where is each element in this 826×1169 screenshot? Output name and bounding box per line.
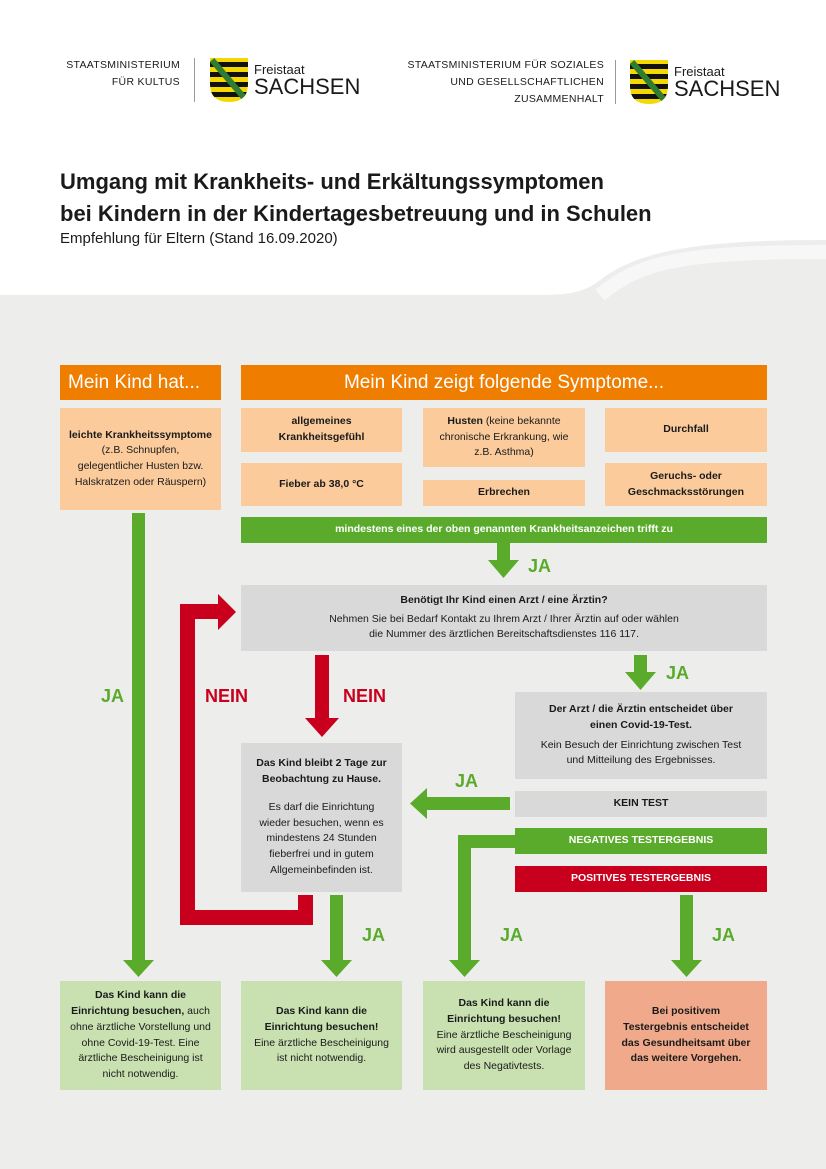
label-ja: JA — [666, 663, 690, 683]
divider — [194, 58, 195, 102]
box-fieber: Fieber ab 38,0 °C — [241, 463, 402, 506]
box-arzt-frage: Benötigt Ihr Kind einen Arzt / eine Ärzt… — [241, 585, 767, 651]
box-bleibt-zuhause: Das Kind bleibt 2 Tage zur Beobachtung z… — [241, 743, 402, 892]
coat-of-arms-icon — [630, 60, 668, 104]
arrow-ja-positiv — [671, 895, 702, 977]
label-ja: JA — [712, 925, 736, 945]
page-title: Umgang mit Krankheits- und Erkältungssym… — [60, 169, 652, 226]
outcome-besuchen-ohne-test: Das Kind kann die Einrichtung besuchen, … — [60, 981, 221, 1090]
page-subtitle: Empfehlung für Eltern (Stand 16.09.2020) — [60, 230, 338, 247]
outcome-besuchen-nach-beobachtung: Das Kind kann die Einrichtung besuchen!E… — [241, 981, 402, 1090]
arrow-ja-left — [123, 513, 154, 977]
label-ja: JA — [101, 686, 125, 706]
arrow-nein-down — [305, 655, 339, 737]
box-erbrechen: Erbrechen — [423, 480, 585, 506]
box-husten: Husten (keine bekannte chronische Erkran… — [423, 408, 585, 467]
divider — [615, 60, 616, 104]
box-geruch: Geruchs- oder Geschmacksstörungen — [605, 463, 767, 506]
box-durchfall: Durchfall — [605, 408, 767, 452]
label-ja: JA — [528, 556, 552, 576]
header-background — [0, 0, 826, 301]
arrow-nein-loop — [180, 594, 313, 925]
box-krankheitsgefuehl: allgemeines Krankheitsgefühl — [241, 408, 402, 452]
header-mein-kind-hat: Mein Kind hat... — [60, 365, 221, 400]
label-ja: JA — [455, 771, 479, 791]
header-symptome: Mein Kind zeigt folgende Symptome... — [241, 365, 767, 400]
arrow-ja-kein-test — [410, 788, 510, 819]
label-nein: NEIN — [343, 686, 387, 706]
arrow-ja-top — [488, 543, 519, 578]
box-positiv: POSITIVES TESTERGEBNIS — [515, 866, 767, 892]
coat-of-arms-icon — [210, 58, 248, 102]
box-negativ: NEGATIVES TESTERGEBNIS — [515, 828, 767, 854]
arrow-ja-bleibt — [321, 895, 352, 977]
label-nein: NEIN — [205, 686, 249, 706]
box-leichte-symptome: leichte Krankheitssymptome(z.B. Schnupfe… — [60, 408, 221, 510]
arrow-ja-arzt — [625, 655, 656, 690]
outcome-positiv: Bei positivem Testergebnis entscheidet d… — [605, 981, 767, 1090]
bar-mindestens: mindestens eines der oben genannten Kran… — [241, 517, 767, 543]
label-ja: JA — [362, 925, 386, 945]
label-ja: JA — [500, 925, 524, 945]
arrow-ja-negativ — [449, 835, 515, 977]
outcome-besuchen-negativ: Das Kind kann die Einrichtung besuchen!E… — [423, 981, 585, 1090]
box-kein-test: KEIN TEST — [515, 791, 767, 817]
box-arzt-entscheidet: Der Arzt / die Ärztin entscheidet über e… — [515, 692, 767, 779]
